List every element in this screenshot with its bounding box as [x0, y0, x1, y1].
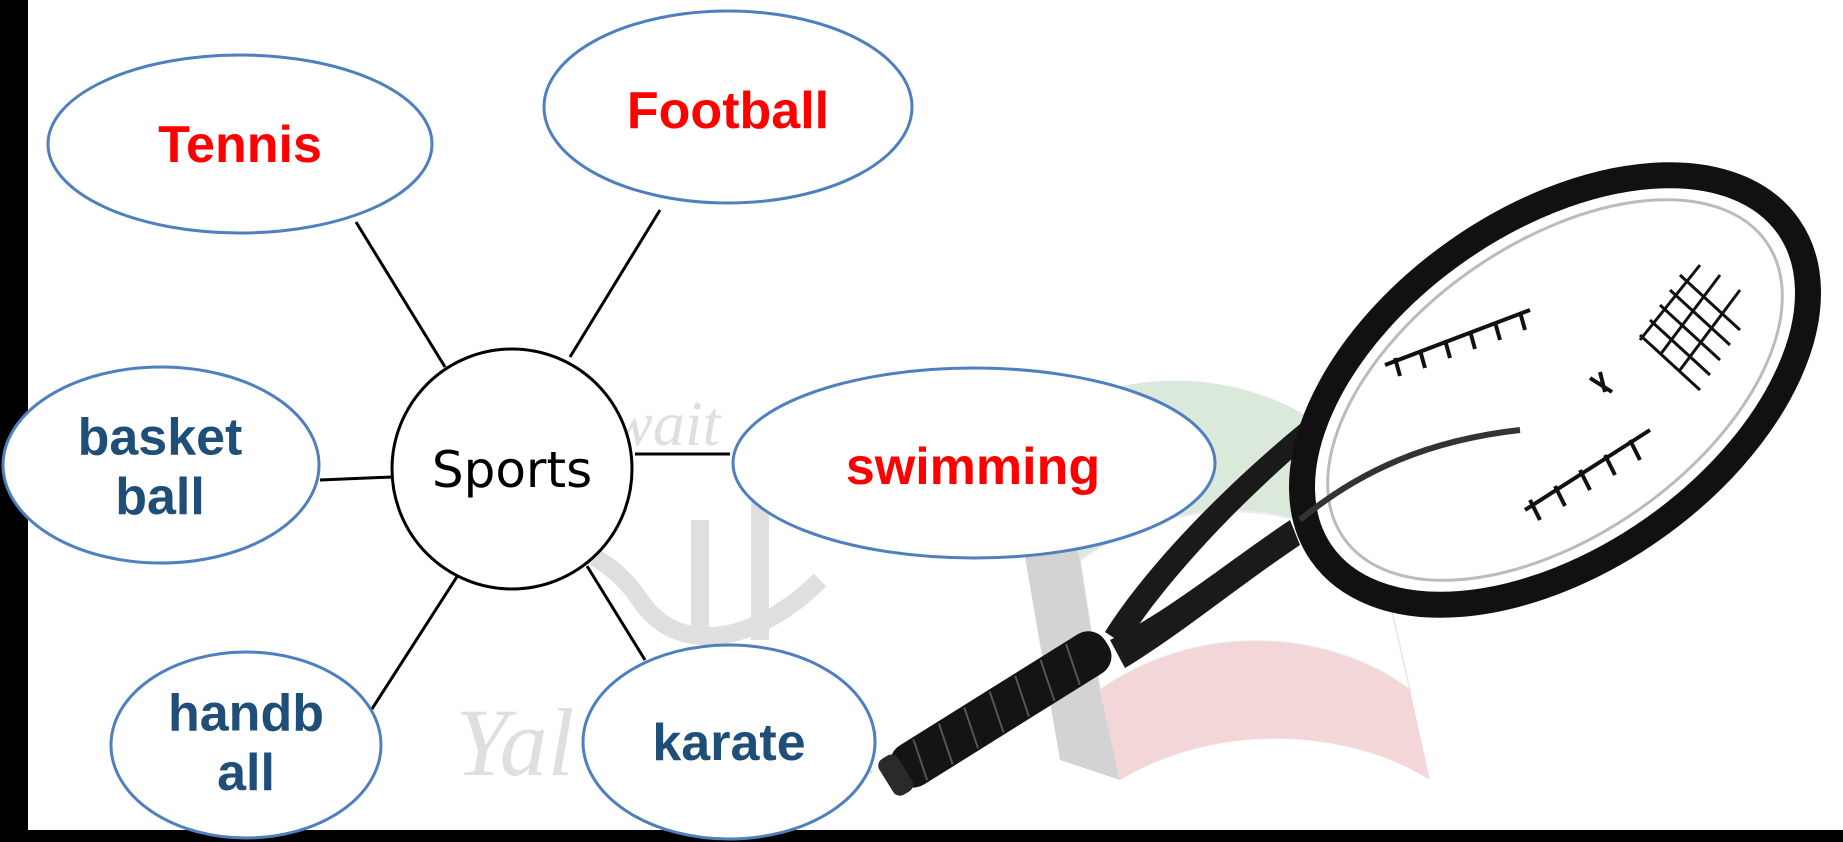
spoke-handball	[370, 572, 460, 712]
node-tennis-label: Tennis	[158, 116, 322, 174]
node-football-label: Football	[627, 82, 829, 140]
node-basketball-line: basket	[78, 408, 243, 466]
node-swimming-line: swimming	[846, 438, 1100, 496]
node-basketball-line: ball	[115, 468, 205, 526]
spoke-football	[570, 210, 660, 357]
center-node: Sports	[392, 349, 632, 589]
spoke-basketball	[320, 477, 392, 480]
node-football-line: Football	[627, 82, 829, 140]
spoke-tennis	[356, 222, 445, 367]
node-karate-label: karate	[652, 714, 805, 772]
node-tennis-line: Tennis	[158, 116, 322, 174]
node-swimming-label: swimming	[846, 438, 1100, 496]
node-handball-line: all	[217, 744, 275, 802]
node-handball-line: handb	[168, 684, 324, 742]
center-label: Sports	[432, 441, 592, 499]
node-karate-line: karate	[652, 714, 805, 772]
